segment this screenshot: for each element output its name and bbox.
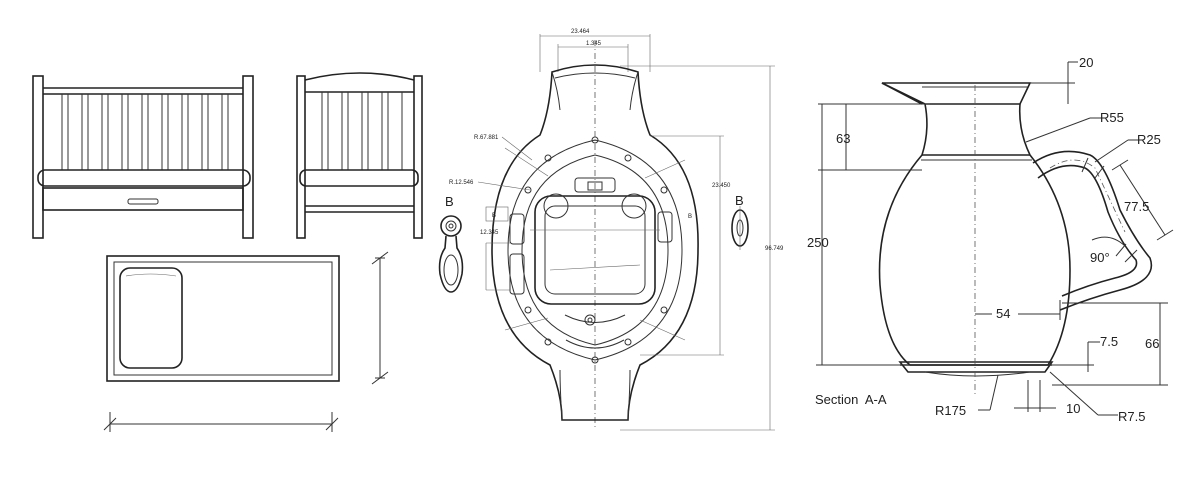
radius-r55: R55 [1100, 110, 1124, 125]
pitcher-lip [881, 82, 1032, 105]
watch-left-callouts: R.67.881 R.12.546 12.345 B B [449, 135, 692, 291]
radius-r7-5: R7.5 [1118, 409, 1145, 424]
dim-text-top-width: 23.464 [571, 29, 590, 35]
radius-r175: R175 [935, 403, 966, 418]
watch-section-b-left: B [438, 194, 464, 293]
callout-radius-1: R.67.881 [474, 135, 499, 141]
section-mark-left: B [492, 213, 496, 219]
watch-top-dimensions: 23.464 1.345 [539, 29, 651, 72]
watch-right-dimensions: 96.749 23.450 [620, 65, 784, 431]
dim-77-5: 77.5 [1124, 199, 1149, 214]
dim-54: 54 [996, 306, 1010, 321]
dim-text-overall-height: 96.749 [765, 246, 784, 252]
dim-66: 66 [1145, 336, 1159, 351]
dim-63: 63 [836, 131, 850, 146]
watch-drawing: 23.464 1.345 [438, 29, 784, 431]
pitcher-body [878, 85, 1071, 395]
dim-7-5: 7.5 [1100, 334, 1118, 349]
dim-text-top-inner: 1.345 [586, 41, 602, 47]
section-label: Section A-A [815, 392, 887, 407]
radius-r25: R25 [1137, 132, 1161, 147]
pitcher-dimensions: 20 63 250 R55 R25 77.5 90° [807, 55, 1174, 424]
watch-section-b-right: B [731, 193, 749, 250]
dim-250: 250 [807, 235, 829, 250]
dim-20: 20 [1079, 55, 1093, 70]
section-mark-right: B [688, 214, 692, 220]
crib-plan-view [103, 251, 389, 432]
crib-front-view [32, 75, 254, 239]
dim-10: 10 [1066, 401, 1080, 416]
crib-drawing [32, 72, 423, 432]
watch-outline [491, 64, 699, 421]
dim-text-body-height: 23.450 [712, 183, 731, 189]
section-letter-right: B [735, 193, 744, 208]
crib-side-view [296, 72, 423, 239]
callout-dim-left: 12.345 [480, 230, 499, 236]
callout-radius-2: R.12.546 [449, 180, 474, 186]
pitcher-drawing: 20 63 250 R55 R25 77.5 90° [807, 55, 1174, 424]
pitcher-handle [1032, 150, 1153, 311]
section-letter-left: B [445, 194, 454, 209]
angle-90: 90° [1090, 250, 1110, 265]
